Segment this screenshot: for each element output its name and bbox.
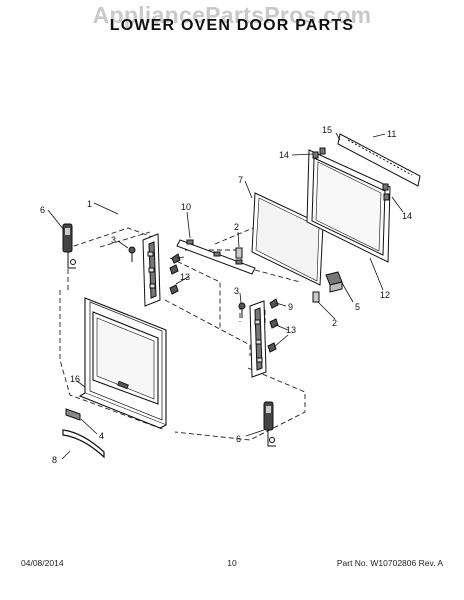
callout-15: 15 (322, 125, 332, 135)
callout-1: 1 (87, 199, 92, 209)
footer-part-number: Part No. W10702806 Rev. A (336, 558, 443, 568)
right-side-trim (249, 300, 267, 378)
callout-7: 7 (238, 175, 243, 185)
screw-left (128, 246, 136, 262)
door-top-rail (176, 239, 256, 275)
callout-10: 10 (181, 202, 191, 212)
screw-right (238, 302, 246, 318)
callout-labels: 1 6 3 10 2 7 15 11 14 14 12 5 2 9 13 3 1… (40, 125, 412, 465)
leader-lines (47, 132, 404, 460)
clips-right (267, 298, 279, 353)
glass-clips (312, 151, 390, 201)
watermark-text: AppliancePartsPros.com (92, 2, 372, 28)
callout-2-bottom: 2 (332, 318, 337, 328)
callout-13-left: 13 (180, 272, 190, 282)
assembly-guide-lines (59, 224, 306, 441)
callout-2-top: 2 (234, 222, 239, 232)
logo-badge (117, 380, 129, 390)
hinge-left (62, 223, 76, 269)
door-latch-block (325, 271, 343, 293)
clips-left (169, 253, 181, 295)
door-handle (62, 429, 105, 459)
inner-glass-pane (251, 192, 324, 286)
callout-13-right: 13 (286, 325, 296, 335)
footer-date: 04/08/2014 (21, 558, 64, 568)
callout-3-left: 3 (111, 235, 116, 245)
outer-door-panel (78, 297, 167, 429)
callout-16: 16 (70, 374, 80, 384)
callout-14-top: 14 (279, 150, 289, 160)
callout-8: 8 (52, 455, 57, 465)
footer-page-number: 10 (227, 558, 237, 568)
callout-3-right: 3 (234, 286, 239, 296)
callout-11: 11 (387, 129, 396, 139)
outer-glass-pack (306, 149, 391, 263)
callout-6-left: 6 (40, 205, 45, 215)
callout-6-right: 6 (236, 434, 241, 444)
hinge-right (263, 401, 276, 447)
callout-14-right: 14 (402, 211, 412, 221)
handle-end-cap (65, 408, 81, 421)
top-vent-trim (319, 133, 421, 191)
left-side-trim (142, 233, 161, 307)
page-title: LOWER OVEN DOOR PARTS (109, 17, 355, 34)
callout-5: 5 (355, 302, 360, 312)
callout-9: 9 (288, 302, 293, 312)
door-pads (235, 247, 320, 303)
callout-4: 4 (99, 431, 104, 441)
callout-12: 12 (380, 290, 390, 300)
